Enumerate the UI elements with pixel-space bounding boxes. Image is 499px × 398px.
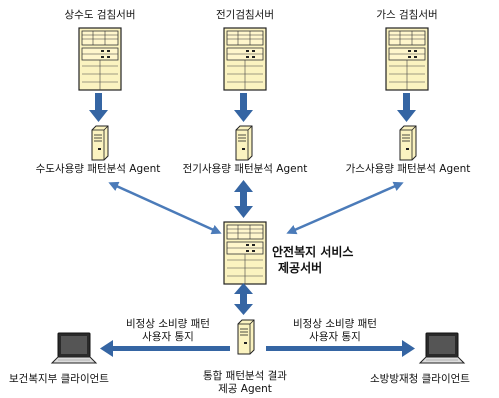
arrow-center-to-integrated-agent [234, 283, 253, 315]
gas-server-label: 가스 검침서버 [376, 9, 438, 21]
water-metering-server [78, 27, 122, 91]
arrow-electric-server-to-agent [234, 93, 253, 122]
arrow-to-right-client [266, 340, 415, 357]
water-server-label: 상수도 검침서버 [64, 9, 136, 21]
gas-agent-server [399, 125, 417, 161]
water-agent-server [91, 125, 109, 161]
integrated-agent-label-line2: 제공 Agent [218, 383, 272, 395]
left-notification-line1: 비정상 소비량 패턴 [126, 318, 210, 330]
electric-agent-label: 전기사용량 패턴분석 Agent [182, 163, 308, 175]
arrow-water-server-to-agent [89, 93, 108, 122]
safety-welfare-service-server [223, 221, 267, 285]
right-client-label: 소방방재청 클라이언트 [370, 373, 470, 385]
arrow-to-left-client [100, 340, 230, 357]
left-client-label: 보건복지부 클라이언트 [9, 373, 109, 385]
center-server-label-line2: 제공서버 [278, 261, 323, 275]
arrow-water-agent-to-center [108, 181, 222, 235]
fire-agency-client-laptop [419, 332, 465, 364]
electric-metering-server [223, 27, 267, 91]
arrow-gas-server-to-agent [397, 93, 416, 122]
integrated-agent-label-line1: 통합 패턴분석 결과 [203, 370, 287, 382]
arrow-gas-agent-to-center [286, 181, 404, 235]
gas-metering-server [385, 27, 429, 91]
integrated-agent-server [237, 319, 255, 355]
electric-server-label: 전기검침서버 [216, 9, 274, 21]
arrow-electric-agent-to-center [234, 180, 253, 218]
welfare-ministry-client-laptop [51, 332, 97, 364]
left-notification-line2: 사용자 통지 [142, 331, 194, 343]
right-notification-line1: 비정상 소비량 패턴 [293, 318, 377, 330]
water-agent-label: 수도사용량 패턴분석 Agent [35, 163, 161, 175]
right-notification-line2: 사용자 통지 [309, 331, 361, 343]
gas-agent-label: 가스사용량 패턴분석 Agent [345, 163, 471, 175]
center-server-label-line1: 안전복지 서비스 [272, 245, 354, 259]
electric-agent-server [235, 125, 253, 161]
